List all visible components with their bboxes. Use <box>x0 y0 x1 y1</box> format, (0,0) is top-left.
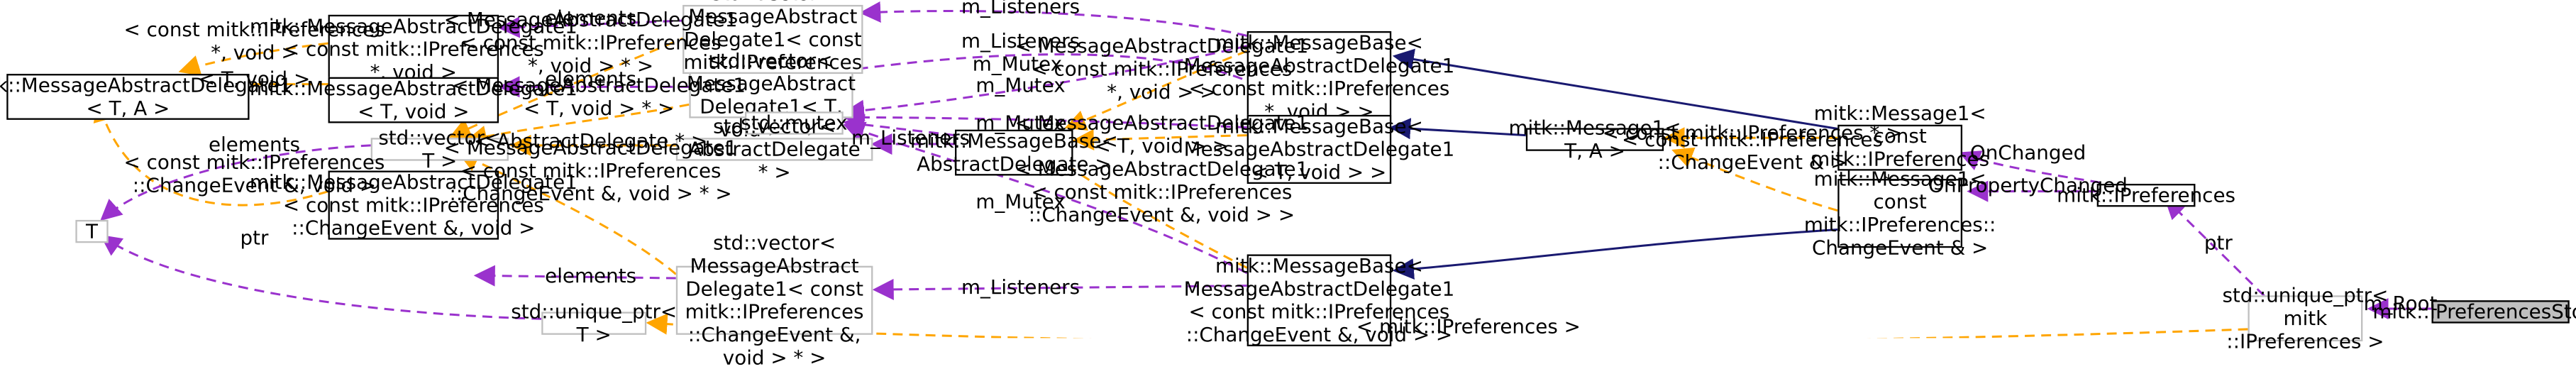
label-changeevent-void: < const mitk::IPreferences ::ChangeEvent… <box>123 150 385 197</box>
node-message1-t-a[interactable]: mitk::Message1< T, A > <box>1508 116 1681 163</box>
edge-usage-elements-left <box>100 144 371 221</box>
edge-usage-listeners-top <box>859 1 1248 37</box>
edge-inherit-msg-ta <box>1389 118 1526 140</box>
edge-template-mb-tvoid <box>1072 128 1247 150</box>
edge-template-vec-tvoid <box>465 103 690 147</box>
edge-template-mad-changeevent <box>93 99 328 206</box>
node-messagebase-abstractdelegate[interactable]: mitk::MessageBase< AbstractDelegate > <box>910 130 1118 177</box>
node-ipreferences[interactable]: mitk::IPreferences <box>2057 183 2235 207</box>
edge-template-unique-ptr <box>646 313 2248 338</box>
edge-usage-mutex-ad <box>843 114 956 137</box>
label-t-void: < T, void > <box>198 67 311 91</box>
node-std-mutex[interactable]: std::mutex <box>741 112 848 136</box>
label-elements-bot: elements <box>545 264 637 287</box>
label-vec-iprefs-tmpl: < MessageAbstractDelegate1 < const mitk:… <box>443 9 738 78</box>
label-m-mutex-ad: m_Mutex <box>975 111 1066 134</box>
label-ptr-left: ptr <box>240 226 269 250</box>
label-vec-tvoid-tmpl: < MessageAbstractDelegate1 < T, void > *… <box>452 74 746 121</box>
node-message1-changeevent[interactable]: mitk::Message1< const mitk::IPreferences… <box>1803 167 1996 260</box>
node-vector-mad-changeevent[interactable]: std::vector< MessageAbstract Delegate1< … <box>675 231 873 369</box>
label-vec-abstract-tmpl: < AbstractDelegate * > <box>474 128 708 152</box>
node-unique-ptr-t[interactable]: std::unique_ptr< T > <box>511 299 678 346</box>
edge-inherit-msg-iprefs <box>1392 48 1847 131</box>
edge-usage-ptr-right <box>2164 197 2265 297</box>
node-unique-ptr-ipreferences[interactable]: std::unique_ptr< mitk ::IPreferences > <box>2222 284 2389 354</box>
label-elements-top: elements <box>545 6 637 30</box>
node-mad-changeevent[interactable]: mitk::MessageAbstractDelegate1 < const m… <box>249 170 577 241</box>
node-message-abstract-delegate-t-a[interactable]: mitk::MessageAbstractDelegate1 < T, A > <box>0 74 292 121</box>
label-unique-ptr-tmpl: < mitk::IPreferences > <box>1356 315 1581 338</box>
label-ptr-right: ptr <box>2204 231 2233 254</box>
label-onchanged: OnChanged <box>1969 140 2086 164</box>
edge-template-mad-iprefs <box>178 42 328 76</box>
node-mad-t-void[interactable]: mitk::MessageAbstractDelegate1 < T, void… <box>249 76 577 123</box>
label-onpropertychanged: OnPropertyChanged <box>1928 175 2128 198</box>
label-mb-changeevent-tmpl: < MessageAbstractDelegate1 < const mitk:… <box>1015 157 1309 226</box>
label-m-listeners-ad: m_Listeners <box>851 126 971 150</box>
label-m-mutex-bot: m_Mutex <box>975 189 1066 214</box>
label-m-listeners-top: m_Listeners <box>961 0 1080 18</box>
edge-usage-elements-top <box>498 16 690 38</box>
label-elements-mid: elements <box>545 67 637 91</box>
edge-usage-onchanged <box>1958 150 2101 184</box>
edge-usage-elements-bot <box>473 265 676 287</box>
label-msg-changeevent-tmpl: < const mitk::IPreferences ::ChangeEvent… <box>1622 127 1883 174</box>
label-m-root: m_Root <box>2363 292 2438 316</box>
edge-usage-mutex-2 <box>843 106 1247 129</box>
edge-template-msg-changeevent <box>1671 147 1838 212</box>
label-msg-iprefs-tmpl: < const mitk::IPreferences * > <box>1602 121 1903 145</box>
node-mad-const-ipreferences[interactable]: mitk::MessageAbstractDelegate1 < const m… <box>249 15 577 84</box>
node-message1-const-ipreferences[interactable]: mitk::Message1< const mitk::IPreferences… <box>1811 101 1990 194</box>
label-elements-left: elements <box>209 132 300 156</box>
label-const-iprefs-void: < const mitk::IPreferences *, void > <box>123 18 385 64</box>
label-mb-tvoid-tmpl: < MessageAbstractDelegate1 < T, void > > <box>1015 111 1309 158</box>
label-vec-changeevent-tmpl: < MessageAbstractDelegate1 < const mitk:… <box>443 136 738 206</box>
node-ipreferences-storage[interactable]: mitk::IPreferencesStorage <box>2372 301 2576 324</box>
edge-template-vec-changeevent <box>457 152 677 275</box>
label-m-mutex-1: m_Mutex <box>972 52 1063 76</box>
node-vector-abstract-delegate[interactable]: std::vector< AbstractDelegate * > <box>675 115 873 184</box>
label-m-listeners-bot: m_Listeners <box>961 275 1080 299</box>
label-m-mutex-2: m_Mutex <box>975 74 1066 97</box>
edge-template-mb-iprefs <box>1064 50 1248 131</box>
node-vector-t[interactable]: std::vector< T > <box>370 126 509 172</box>
edge-usage-mutex-1 <box>843 45 1248 121</box>
edge-usage-listeners-bot <box>872 278 1247 300</box>
edge-inherit-msg-changeevent <box>1392 228 1838 280</box>
edge-usage-ptr-left <box>99 234 542 320</box>
label-m-listeners-2: m_Listeners <box>961 29 1080 53</box>
label-mb-iprefs-tmpl: < MessageAbstractDelegate1 < const mitk:… <box>1015 34 1309 104</box>
node-messagebase-mad-tvoid[interactable]: mitk::MessageBase< MessageAbstractDelega… <box>1183 114 1455 184</box>
node-t[interactable]: T <box>75 219 109 243</box>
edge-template-mb-changeevent <box>1048 151 1248 269</box>
